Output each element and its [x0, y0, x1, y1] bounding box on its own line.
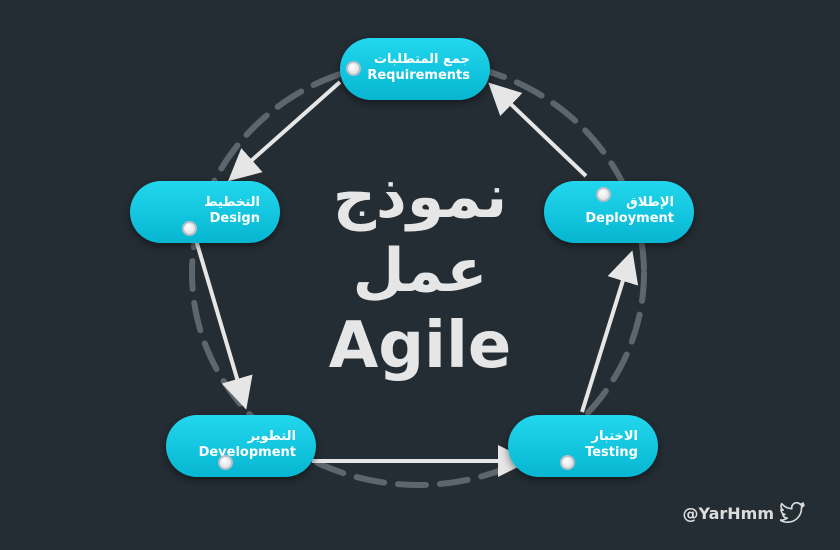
node-design: التخطيط Design	[130, 181, 280, 243]
node-requirements: جمع المتطلبات Requirements	[340, 38, 490, 100]
title-ar-line1: نموذج	[332, 162, 508, 232]
node-deployment: الإطلاق Deployment	[544, 181, 694, 243]
twitter-bird-icon	[780, 502, 805, 523]
node-dot-icon	[346, 61, 361, 76]
node-label-en: Requirements	[367, 68, 470, 83]
title-ar-line2: عمل	[352, 236, 488, 306]
arrow-deployment-to-requirements	[488, 82, 588, 178]
arrow-design-to-development	[194, 239, 253, 410]
node-dot-icon	[596, 187, 611, 202]
node-label-ar: الإطلاق	[626, 195, 674, 210]
credit: @YarHmm	[682, 502, 806, 524]
node-label-ar: جمع المتطلبات	[373, 52, 470, 67]
node-label-en: Deployment	[585, 211, 674, 226]
node-dot-icon	[218, 455, 233, 470]
node-label-ar: الاختبار	[591, 429, 638, 444]
node-dot-icon	[560, 455, 575, 470]
node-dot-icon	[182, 221, 197, 236]
node-label-en: Design	[209, 211, 260, 226]
arrow-requirements-to-design	[228, 80, 342, 182]
node-testing: الاختبار Testing	[508, 415, 658, 477]
credit-handle: @YarHmm	[682, 503, 774, 523]
node-development: التطوير Development	[166, 415, 316, 477]
node-label-ar: التخطيط	[204, 195, 260, 210]
node-label-ar: التطوير	[247, 429, 296, 444]
arrow-testing-to-deployment	[580, 250, 639, 413]
center-title: نموذج عمل Agile	[300, 160, 540, 384]
node-label-en: Testing	[585, 445, 638, 460]
title-en: Agile	[328, 309, 512, 383]
